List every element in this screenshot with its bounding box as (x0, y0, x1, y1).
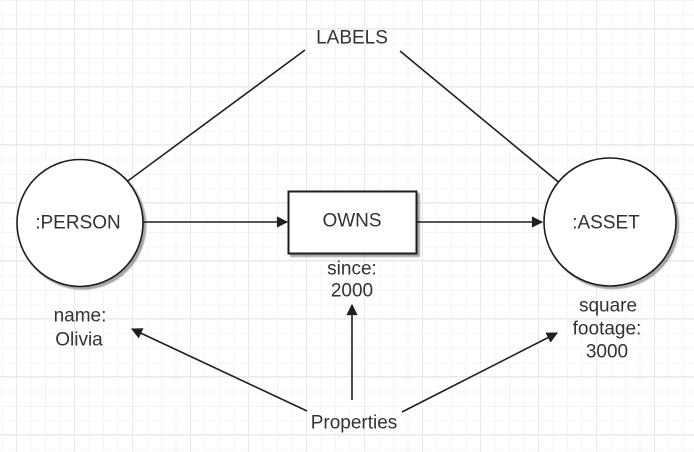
footage-property-line3: 3000 (586, 342, 628, 363)
footage-property-line1: square (579, 296, 637, 317)
labels-title: LABELS (316, 28, 388, 49)
person-node-label: :PERSON (35, 213, 121, 234)
name-property-line2: Olivia (55, 330, 103, 351)
properties-title: Properties (311, 413, 398, 434)
arrow-properties-to-footage (401, 332, 558, 413)
since-property-line2: 2000 (331, 281, 373, 302)
footage-property-line2: footage: (573, 319, 642, 340)
arrow-labels-to-person (97, 49, 306, 204)
arrow-properties-to-name (130, 328, 308, 412)
footage-property-text: square footage: 3000 (573, 296, 642, 363)
name-property-text: name: Olivia (54, 306, 107, 351)
arrow-labels-to-asset (399, 50, 586, 205)
since-property-line1: since: (327, 259, 377, 280)
person-node-circle (16, 158, 144, 288)
owns-relationship-label: OWNS (322, 211, 381, 232)
arrows-group (97, 49, 586, 413)
asset-node-circle (543, 157, 677, 287)
asset-node-label: :ASSET (572, 213, 640, 234)
owns-relationship-box (287, 190, 418, 255)
name-property-line1: name: (54, 306, 107, 327)
since-property-text: since: 2000 (327, 259, 377, 302)
